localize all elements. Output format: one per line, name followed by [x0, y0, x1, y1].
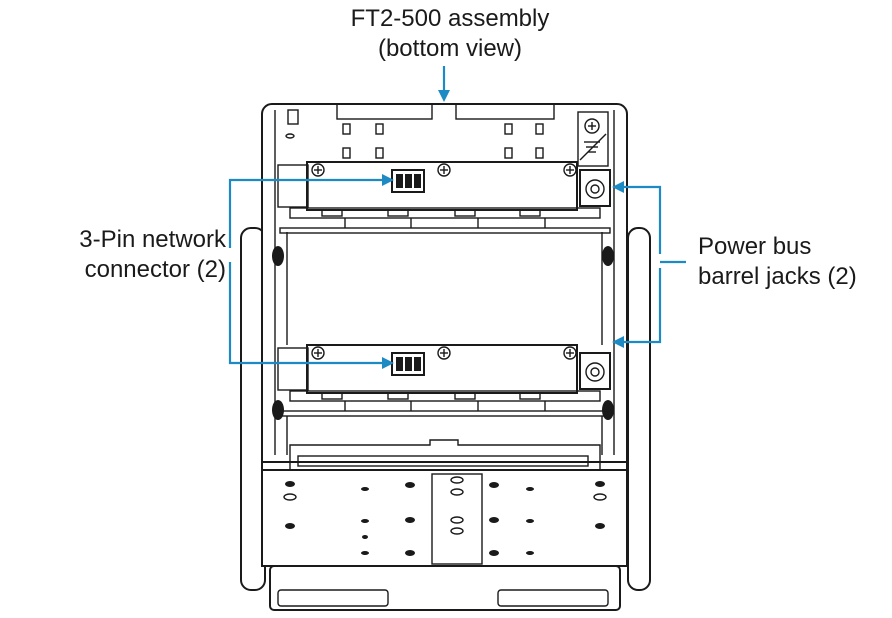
- upper-network-connector: [391, 169, 425, 193]
- top-rail-slot-right: [455, 103, 555, 120]
- top-studs: [342, 123, 544, 159]
- assembly-leader-arrow: [438, 66, 450, 102]
- network-connector-callout: 3-Pin network connector (2): [6, 225, 226, 285]
- lower-module-board: [306, 344, 578, 394]
- upper-screw-right: [563, 163, 577, 177]
- top-left-hole: [285, 133, 295, 139]
- lower-screw-mid: [437, 346, 451, 360]
- right-knob-1: [602, 246, 614, 266]
- network-connector-line1: 3-Pin network: [79, 226, 226, 253]
- right-side-handle: [627, 227, 651, 591]
- left-knob-1: [272, 246, 284, 266]
- power-bus-leader-arrows: [612, 181, 686, 348]
- right-knob-2: [602, 400, 614, 420]
- assembly-title-line2: (bottom view): [377, 35, 523, 62]
- power-bus-callout: Power bus barrel jacks (2): [698, 232, 892, 292]
- base-plate: [261, 469, 628, 567]
- upper-module-board: [306, 161, 578, 211]
- network-connector-line2: connector (2): [84, 256, 226, 283]
- lower-module-left-bracket: [277, 347, 309, 391]
- lower-barrel-jack: [579, 352, 611, 390]
- bottom-foot: [269, 565, 621, 611]
- upper-card-clips: [279, 207, 611, 234]
- network-connector-leader-arrows: [228, 174, 394, 369]
- upper-screw-left: [311, 163, 325, 177]
- ground-symbol-plate: [577, 111, 609, 167]
- power-bus-line2: barrel jacks (2): [698, 263, 857, 290]
- upper-barrel-jack: [579, 169, 611, 207]
- lower-card-clips: [279, 390, 611, 417]
- top-left-tab: [287, 109, 299, 125]
- assembly-title-line1: FT2-500 assembly: [350, 5, 550, 32]
- upper-module-left-bracket: [277, 164, 309, 208]
- lower-screw-left: [311, 346, 325, 360]
- power-bus-line1: Power bus: [698, 233, 812, 260]
- left-knob-2: [272, 400, 284, 420]
- lower-screw-right: [563, 346, 577, 360]
- top-rail-slot-left: [336, 103, 433, 120]
- assembly-title-callout: FT2-500 assembly (bottom view): [310, 4, 590, 64]
- upper-screw-mid: [437, 163, 451, 177]
- lower-network-connector: [391, 352, 425, 376]
